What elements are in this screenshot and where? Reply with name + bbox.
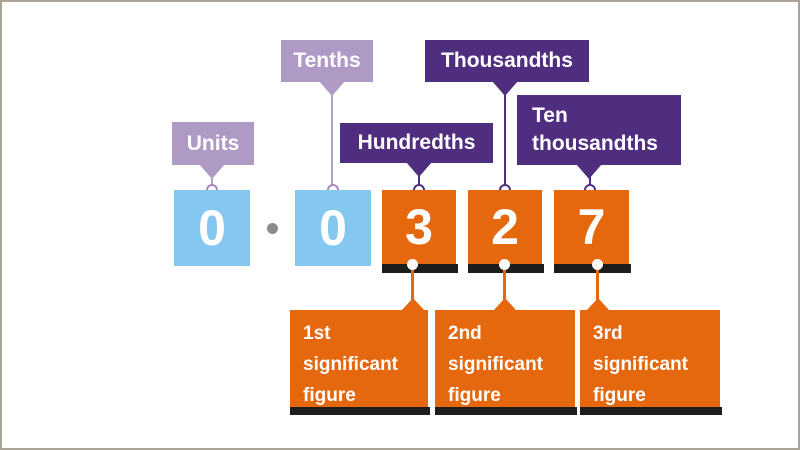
- place-label-ten-thousandths: Ten thousandths: [517, 95, 681, 165]
- digit-box-tenths: 0: [295, 190, 371, 266]
- shadow-strip: [290, 407, 430, 415]
- place-label-tenths: Tenths: [281, 40, 373, 82]
- digit-box-thousandths: 2: [468, 190, 544, 273]
- callout-tail-sig-3: [586, 298, 610, 311]
- callout-tail-thousandths: [492, 81, 518, 96]
- place-label-hundredths-text: Hundredths: [357, 131, 476, 154]
- place-label-tenths-text: Tenths: [293, 49, 361, 72]
- sig-figure-label-1-text: 1st significant figure: [303, 323, 399, 406]
- sig-figure-label-2: 2nd significant figure: [435, 310, 577, 415]
- decimal-point: [267, 223, 278, 234]
- digit-box-ten-thousandths: 7: [554, 190, 631, 273]
- callout-tail-ten-thousandths: [576, 164, 602, 179]
- place-label-units: Units: [172, 122, 254, 165]
- anchor-dot-sig-2: [499, 259, 510, 270]
- place-label-ten-thousandths-text: Ten thousandths: [532, 104, 658, 155]
- place-label-thousandths-text: Thousandths: [441, 49, 573, 72]
- anchor-dot-sig-1: [407, 259, 418, 270]
- sig-figure-label-1: 1st significant figure: [290, 310, 430, 415]
- shadow-strip: [554, 264, 631, 273]
- callout-tail-hundredths: [406, 162, 432, 177]
- connector-line-tenths: [331, 93, 333, 186]
- digit-tenths: 0: [319, 200, 347, 256]
- callout-tail-sig-1: [401, 298, 425, 311]
- callout-tail-units: [199, 164, 225, 179]
- callout-tail-tenths: [319, 81, 345, 96]
- connector-line-sig-3: [596, 270, 599, 301]
- place-label-thousandths: Thousandths: [425, 40, 589, 82]
- digit-thousandths: 2: [491, 199, 519, 255]
- connector-line-ten-thousandths: [589, 176, 591, 186]
- shadow-strip: [382, 264, 458, 273]
- shadow-strip: [435, 407, 577, 415]
- digit-box-units: 0: [174, 190, 250, 266]
- shadow-strip: [580, 407, 722, 415]
- callout-tail-sig-2: [493, 298, 517, 311]
- place-label-units-text: Units: [186, 131, 240, 155]
- place-label-hundredths: Hundredths: [340, 123, 493, 163]
- digit-box-hundredths: 3: [382, 190, 458, 273]
- connector-line-sig-1: [411, 270, 414, 301]
- connector-line-sig-2: [503, 270, 506, 301]
- digit-hundredths: 3: [405, 199, 433, 255]
- sig-figure-label-3: 3rd significant figure: [580, 310, 722, 415]
- anchor-dot-sig-3: [592, 259, 603, 270]
- digit-units: 0: [198, 200, 226, 256]
- sig-figure-label-3-text: 3rd significant figure: [593, 323, 689, 406]
- sig-figure-label-2-text: 2nd significant figure: [448, 323, 544, 406]
- digit-ten-thousandths: 7: [577, 199, 606, 255]
- connector-line-units: [211, 176, 213, 186]
- connector-line-thousandths: [504, 93, 506, 186]
- connector-line-hundredths: [418, 174, 420, 186]
